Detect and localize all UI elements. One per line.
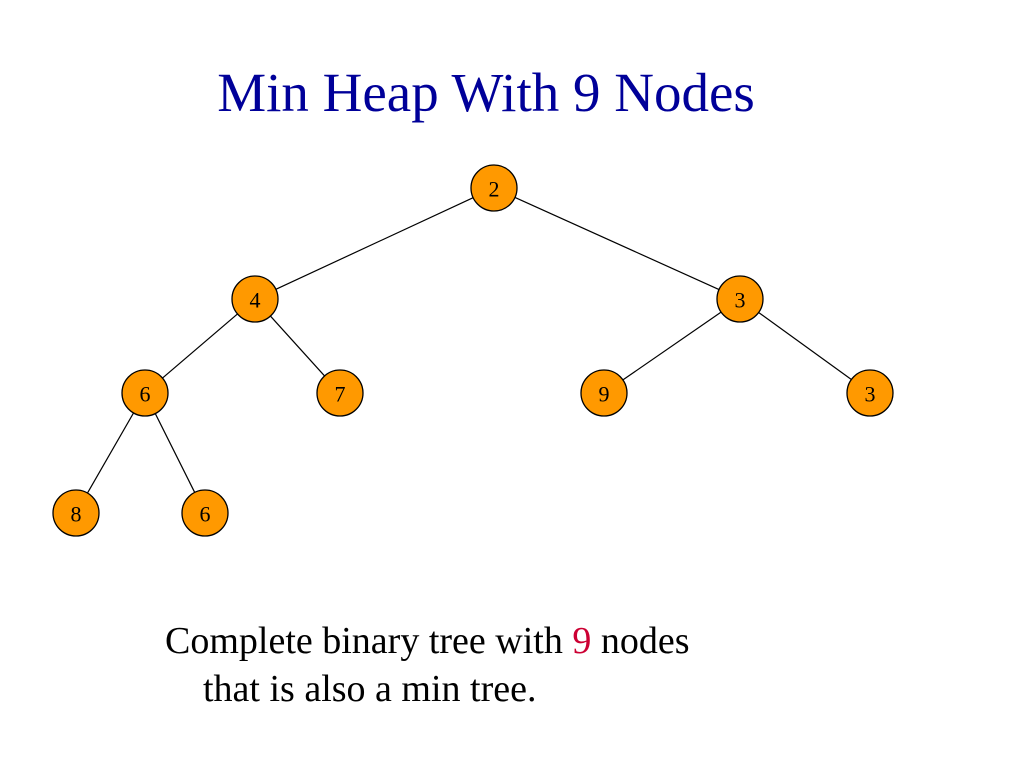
tree-edge-1-3 bbox=[514, 196, 720, 291]
tree-node-circle bbox=[181, 489, 229, 537]
tree-node-circle bbox=[580, 369, 628, 417]
caption-line-2: that is also a min tree. bbox=[203, 668, 537, 710]
tree-edge-1-2 bbox=[275, 197, 474, 290]
caption-line-1: Complete binary tree with 9 nodes bbox=[165, 617, 885, 665]
tree-node-circle bbox=[470, 164, 518, 212]
slide-title: Min Heap With 9 Nodes bbox=[217, 62, 755, 123]
tree-node-value: 3 bbox=[865, 382, 876, 407]
tree-node-circle bbox=[316, 369, 364, 417]
edges-layer bbox=[86, 196, 852, 494]
nodes-layer: 2 4 3 6 7 9 3 8 6 bbox=[52, 164, 894, 537]
tree-node-6: 9 bbox=[580, 369, 628, 417]
tree-node-value: 6 bbox=[200, 502, 211, 527]
tree-node-value: 7 bbox=[335, 382, 346, 407]
caption-node-count: 9 bbox=[572, 620, 592, 662]
tree-edge-4-9 bbox=[154, 413, 196, 493]
tree-node-value: 8 bbox=[71, 502, 82, 527]
tree-node-circle bbox=[716, 275, 764, 323]
tree-edge-3-6 bbox=[622, 311, 722, 381]
tree-node-value: 6 bbox=[140, 382, 151, 407]
caption-text-after: nodes bbox=[591, 620, 690, 662]
caption: Complete binary tree with 9 nodes that i… bbox=[165, 617, 885, 713]
tree-node-8: 8 bbox=[52, 489, 100, 537]
tree-edge-4-8 bbox=[86, 412, 135, 494]
tree-node-5: 7 bbox=[316, 369, 364, 417]
tree-node-value: 9 bbox=[599, 382, 610, 407]
tree-node-4: 6 bbox=[121, 369, 169, 417]
tree-edge-2-4 bbox=[162, 313, 238, 379]
caption-text-before: Complete binary tree with bbox=[165, 620, 573, 662]
tree-node-value: 2 bbox=[489, 177, 500, 202]
tree-node-2: 4 bbox=[231, 275, 279, 323]
tree-node-circle bbox=[231, 275, 279, 323]
tree-node-7: 3 bbox=[846, 369, 894, 417]
tree-node-1: 2 bbox=[470, 164, 518, 212]
tree-node-circle bbox=[52, 489, 100, 537]
tree-node-9: 6 bbox=[181, 489, 229, 537]
tree-edge-2-5 bbox=[269, 315, 326, 377]
tree-node-value: 4 bbox=[250, 288, 261, 313]
tree-node-circle bbox=[121, 369, 169, 417]
tree-node-value: 3 bbox=[735, 288, 746, 313]
tree-node-3: 3 bbox=[716, 275, 764, 323]
tree-node-circle bbox=[846, 369, 894, 417]
tree-edge-3-7 bbox=[758, 311, 852, 381]
